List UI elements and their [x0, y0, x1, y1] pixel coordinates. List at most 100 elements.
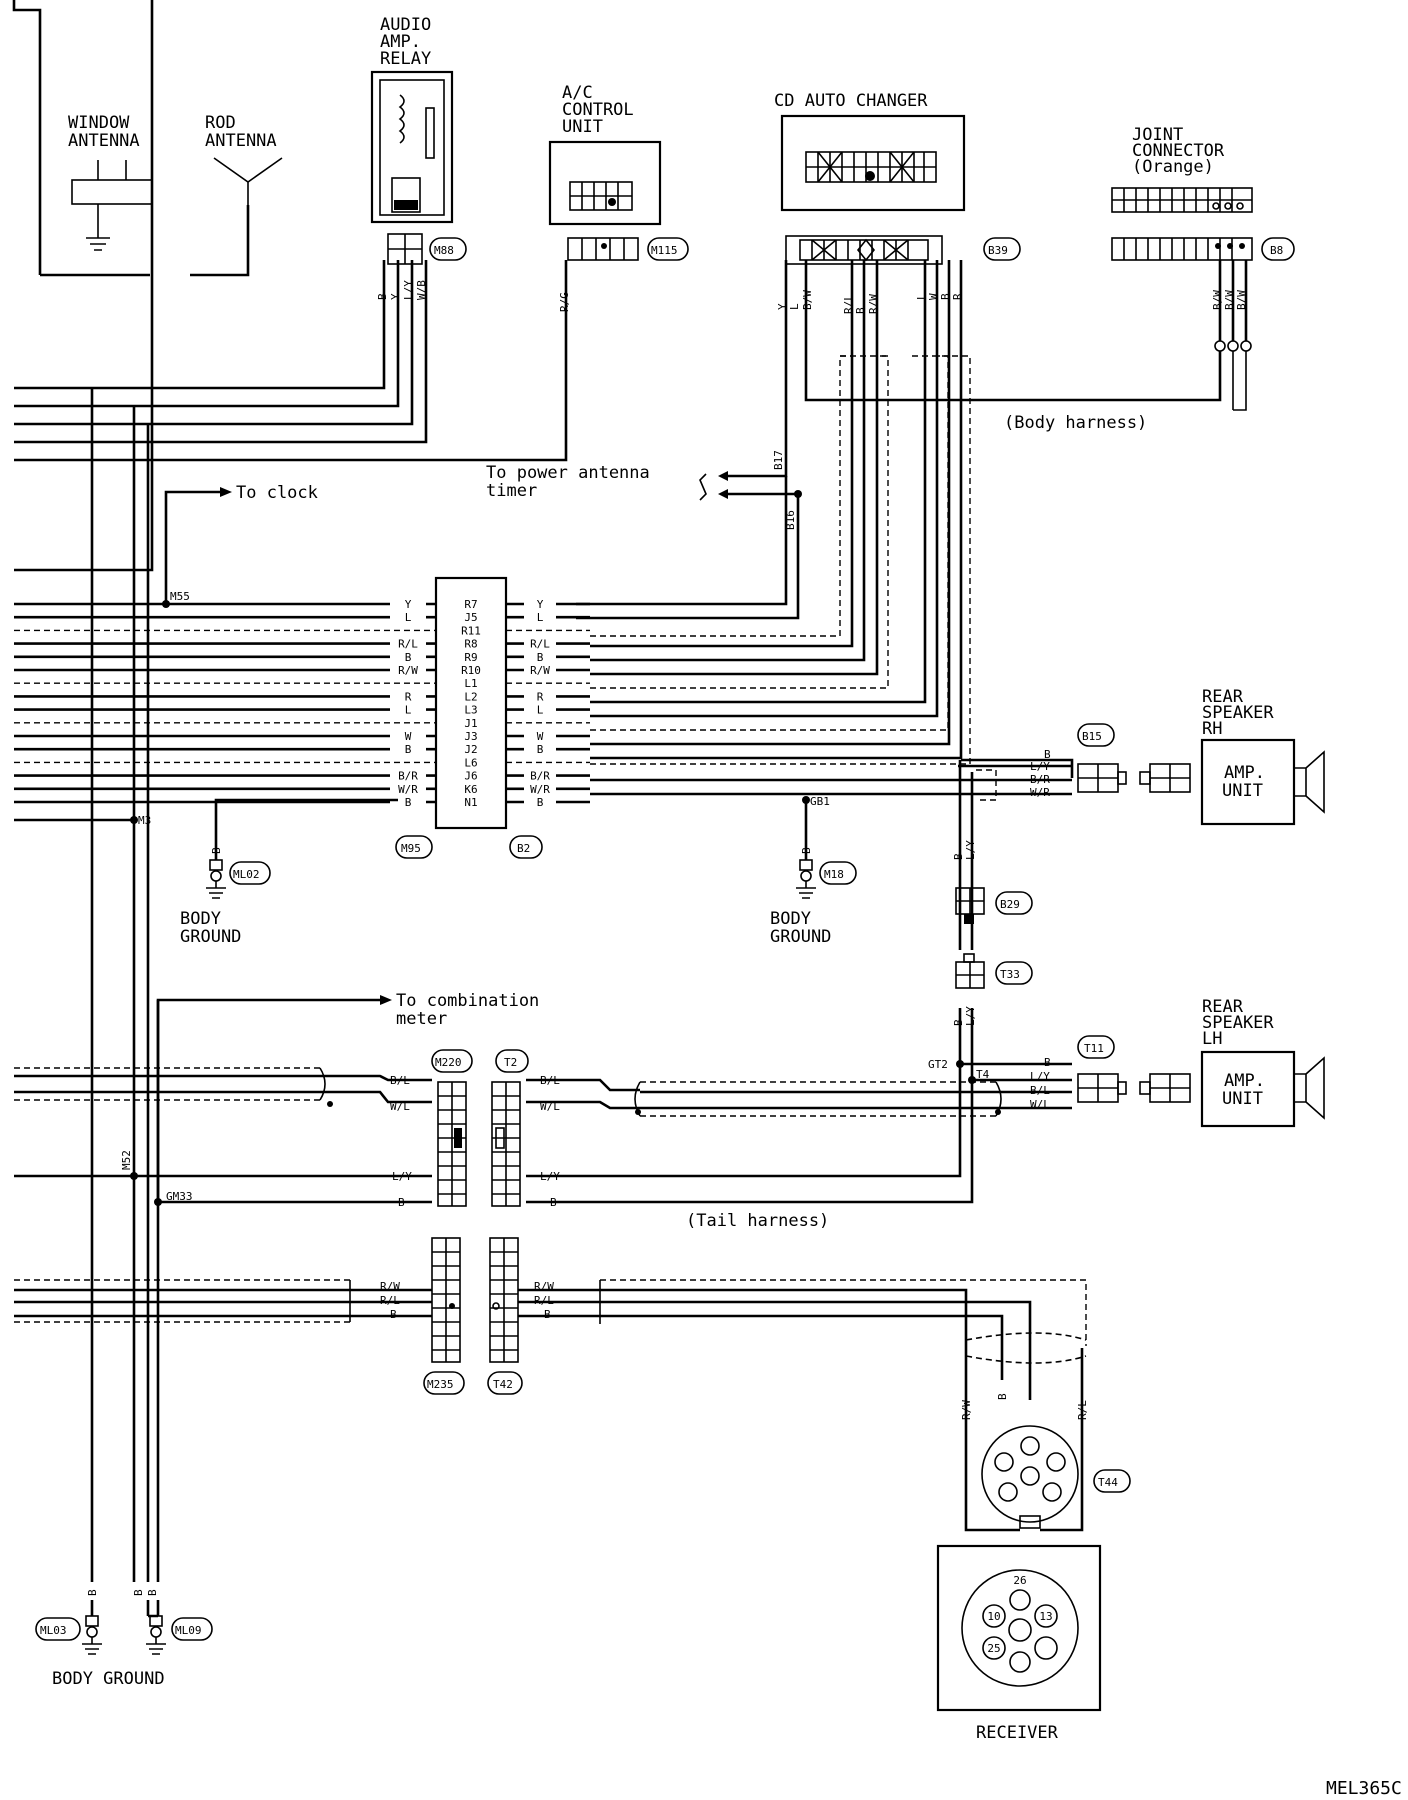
connector-b8: B8 [1270, 244, 1283, 257]
b2-right-wire-color: R/W [530, 664, 550, 677]
b2-right-wire-color: L [537, 611, 544, 624]
t33-wire-color-2: L/Y [964, 1006, 977, 1026]
connector-m95: M95 [401, 842, 421, 855]
b2-pin-r10: R10 [461, 664, 481, 677]
b2-pin-l3: L3 [464, 704, 477, 717]
cd-changer-label: CD AUTO CHANGER [774, 91, 928, 111]
svg-text:AMP.: AMP. [1224, 1071, 1265, 1091]
junction-m3: M3 [138, 814, 151, 827]
svg-text:Y: Y [776, 303, 789, 310]
connector-m18: M18 [824, 868, 844, 881]
tail-harness-label: (Tail harness) [686, 1211, 829, 1231]
lh-speaker-label-1: REAR [1202, 997, 1244, 1017]
connector-b39: B39 [988, 244, 1008, 257]
receiver: 26 10 13 25 RECEIVER [936, 1544, 1102, 1743]
svg-text:R/W: R/W [960, 1400, 973, 1420]
audio-amp-relay: AUDIO AMP. RELAY [370, 15, 454, 265]
rh-speaker-label-2: SPEAKER [1202, 703, 1274, 723]
lh-speaker-label-3: LH [1202, 1029, 1222, 1049]
ground-m18-label-2: GROUND [770, 927, 831, 947]
b2-pin-j1: J1 [464, 717, 477, 730]
to-power-antenna-label-1: To power antenna [486, 463, 650, 483]
junction-m52: M52 [120, 1150, 133, 1170]
b2-right-wire-color: B [537, 651, 544, 664]
to-meter-label-1: To combination [396, 991, 539, 1011]
connector-b2: B2 [517, 842, 530, 855]
ground-m18-label-1: BODY [770, 909, 811, 929]
b2-pin-l1: L1 [464, 677, 477, 690]
t33-wire-color-1: B [952, 1019, 965, 1026]
svg-text:UNIT: UNIT [1222, 1089, 1263, 1109]
b2-left-wire-color: R/W [398, 664, 418, 677]
connector-b15: B15 [1082, 730, 1102, 743]
to-clock-label: To clock [236, 483, 318, 503]
svg-text:B: B [854, 307, 867, 314]
connector-m220: M220 [435, 1056, 462, 1069]
ac-control-unit: A/C CONTROL UNIT [548, 83, 662, 261]
joint-label-3: (Orange) [1132, 157, 1214, 177]
junction-t4: T4 [976, 1068, 990, 1081]
svg-text:B: B [376, 293, 389, 300]
connector-t42: T42 [493, 1378, 513, 1391]
receiver-pin-26: 26 [1013, 1574, 1026, 1587]
ac-label-3: UNIT [562, 117, 603, 137]
b2-right-wire-color: B/R [530, 770, 550, 783]
ml09-wire-color-2: B [146, 1589, 159, 1596]
connector-m88: M88 [434, 244, 454, 257]
joint-label-1: JOINT [1132, 125, 1183, 145]
b2-pin-l6: L6 [464, 756, 477, 769]
b2-pin-j6: J6 [464, 770, 477, 783]
m18-wire-color: B [800, 847, 813, 854]
rh-wire-colors: B L/Y B/R W/R [1030, 748, 1051, 799]
connector-ml09: ML09 [175, 1624, 202, 1637]
svg-text:L: L [915, 293, 928, 300]
b2-left-wire-color: W/R [398, 783, 418, 796]
b29-wire-color-2: L/Y [964, 840, 977, 860]
window-antenna-label-1: WINDOW [68, 113, 130, 133]
ml03-wire-color: B [86, 1589, 99, 1596]
svg-text:B/L: B/L [1030, 1084, 1050, 1097]
relay-label-2: AMP. [380, 32, 421, 52]
svg-text:UNIT: UNIT [1222, 781, 1263, 801]
ground-icon [86, 237, 110, 251]
b2-pin-j5: J5 [464, 611, 477, 624]
junction-gb1: GB1 [810, 795, 830, 808]
b2-right-wire-color: W/R [530, 783, 550, 796]
b2-right-wire-color: L [537, 704, 544, 717]
junction-gm33: GM33 [166, 1190, 193, 1203]
m115-wire-color: R/G [558, 292, 571, 312]
receiver-label: RECEIVER [976, 1723, 1059, 1743]
b2-pin-k6: K6 [464, 783, 477, 796]
svg-text:R/L: R/L [380, 1294, 400, 1307]
rh-speaker-icon [1294, 750, 1325, 814]
connector-b29: B29 [1000, 898, 1020, 911]
svg-text:B: B [390, 1308, 397, 1321]
b2-right-wire-color: B [537, 796, 544, 809]
svg-text:R/L: R/L [534, 1294, 554, 1307]
b2-pin-j2: J2 [464, 743, 477, 756]
ac-label-2: CONTROL [562, 100, 634, 120]
svg-text:W/R: W/R [1030, 786, 1050, 799]
antenna-block: WINDOW ANTENNA ROD ANTENNA [12, 0, 283, 572]
connector-ml03: ML03 [40, 1624, 67, 1637]
to-meter-label-2: meter [396, 1009, 447, 1029]
ground-ml02-label-2: GROUND [180, 927, 241, 947]
bottom-ground-label: BODY GROUND [52, 1669, 165, 1689]
receiver-plug-t44: R/W B R/L [960, 1393, 1089, 1532]
b2-left-wire-color: B [405, 743, 412, 756]
junction-m55: M55 [170, 590, 190, 603]
cd-auto-changer: CD AUTO CHANGER [774, 91, 966, 265]
svg-text:B: B [1044, 748, 1051, 761]
connector-block-m95-b2 [434, 576, 508, 830]
b2-right-wire-color: W [537, 730, 544, 743]
b29-wire-color-1: B [952, 853, 965, 860]
window-antenna-label-2: ANTENNA [68, 131, 140, 151]
svg-text:W: W [927, 293, 940, 300]
connector-t11: T11 [1084, 1042, 1104, 1055]
b2-left-wire-color: R/L [398, 638, 418, 651]
b2-right-wire-color: B [537, 743, 544, 756]
svg-text:B/W: B/W [801, 290, 814, 310]
b2-pin-n1: N1 [464, 796, 477, 809]
